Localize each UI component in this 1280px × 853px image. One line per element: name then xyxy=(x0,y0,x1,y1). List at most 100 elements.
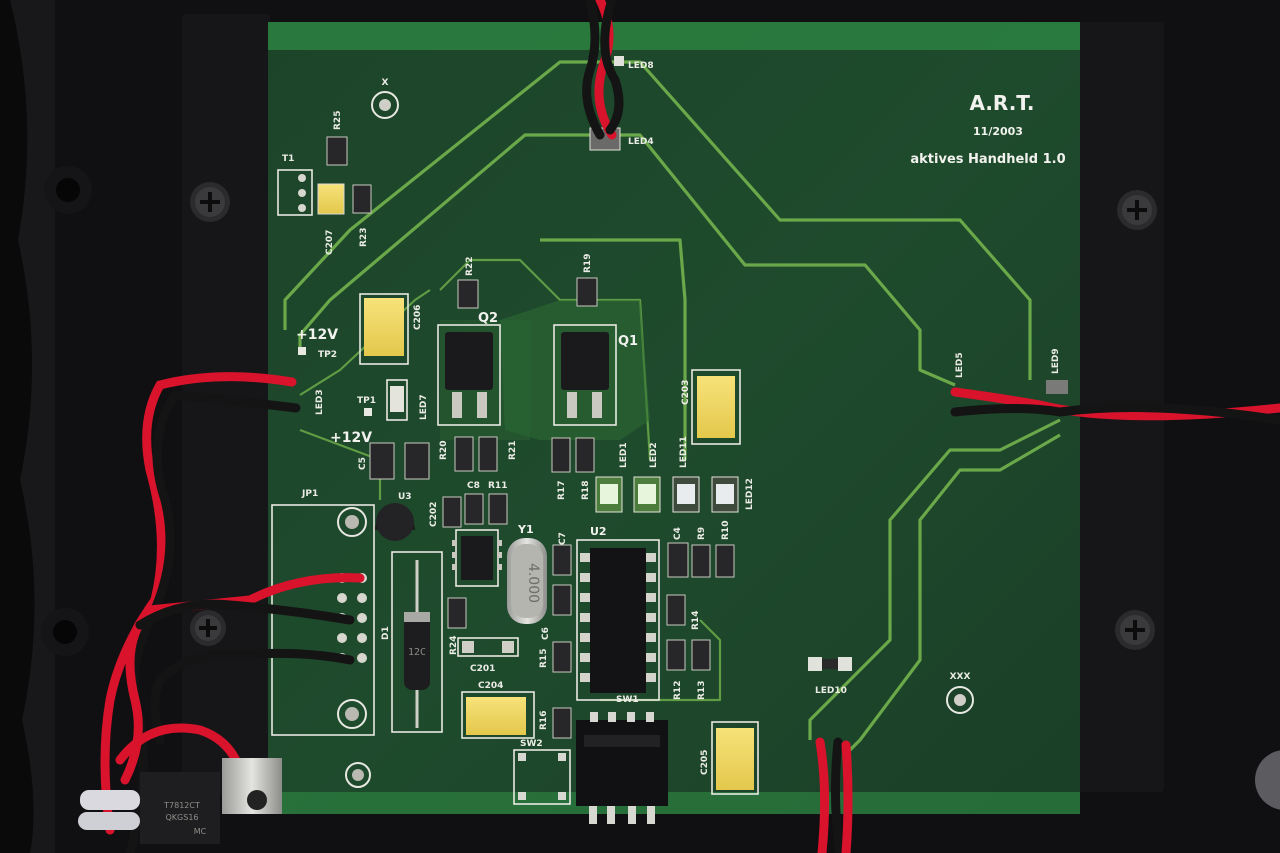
svg-text:12C: 12C xyxy=(408,647,426,658)
svg-text:R19: R19 xyxy=(583,254,593,273)
led12: LED12 xyxy=(711,476,755,513)
svg-text:R14: R14 xyxy=(691,611,701,630)
svg-text:C5: C5 xyxy=(358,457,368,470)
svg-text:T1: T1 xyxy=(282,154,294,164)
knob-edge xyxy=(1255,750,1280,810)
svg-text:R10: R10 xyxy=(721,521,731,540)
screw-right-top xyxy=(1117,190,1157,230)
r18-resistor: R18 xyxy=(575,437,595,500)
c201-capacitor: C201 xyxy=(457,637,519,674)
c6-capacitor: C6 xyxy=(541,584,572,640)
y1-crystal: 4.000 Y1 xyxy=(507,523,547,624)
screw-left-top xyxy=(190,182,230,222)
svg-text:R12: R12 xyxy=(673,681,683,700)
svg-text:R21: R21 xyxy=(508,441,518,460)
c8-capacitor: C8 xyxy=(464,481,484,525)
wires-left xyxy=(100,372,365,853)
svg-text:R9: R9 xyxy=(697,527,707,540)
r19-resistor: R19 xyxy=(576,254,598,307)
r14-resistor: R14 xyxy=(666,594,701,630)
c5-capacitor: C5 xyxy=(358,442,395,480)
svg-text:R23: R23 xyxy=(359,228,369,247)
svg-text:U3: U3 xyxy=(398,492,412,502)
svg-text:LED12: LED12 xyxy=(745,478,755,510)
u4-ic xyxy=(452,529,502,587)
svg-text:LED4: LED4 xyxy=(628,137,654,147)
svg-text:R11: R11 xyxy=(488,481,507,491)
c204-capacitor: C204 xyxy=(461,681,535,739)
svg-text:R16: R16 xyxy=(539,711,549,730)
svg-text:R22: R22 xyxy=(465,257,475,276)
pcb xyxy=(268,22,1080,814)
svg-text:R20: R20 xyxy=(439,441,449,460)
r17-resistor: R17 xyxy=(551,437,571,500)
label-tp1: TP1 xyxy=(357,396,376,406)
svg-text:C8: C8 xyxy=(467,481,480,491)
r22-resistor: R22 xyxy=(457,257,479,309)
svg-text:C201: C201 xyxy=(470,664,495,674)
sw2-switch: SW2 xyxy=(513,739,571,805)
svg-text:Q2: Q2 xyxy=(478,311,498,326)
r12-resistor: R12 xyxy=(666,639,686,700)
board-title: A.R.T. xyxy=(969,91,1034,115)
svg-text:LED11: LED11 xyxy=(679,436,689,468)
svg-text:LED9: LED9 xyxy=(1051,348,1061,374)
r10-resistor: R10 xyxy=(715,521,735,578)
svg-text:MC: MC xyxy=(194,827,207,836)
label-tp2: TP2 xyxy=(318,350,337,360)
svg-text:4.000: 4.000 xyxy=(525,563,541,603)
screw-right-bottom xyxy=(1115,610,1155,650)
svg-text:C7: C7 xyxy=(558,532,568,545)
led7: LED7 xyxy=(386,379,429,421)
mount-hole-bottom-left xyxy=(345,762,371,788)
r24-resistor: R24 xyxy=(447,597,467,655)
svg-text:R17: R17 xyxy=(557,481,567,500)
svg-text:R15: R15 xyxy=(539,649,549,668)
wires-right xyxy=(950,387,1280,425)
pcb-top-copper-band xyxy=(268,22,1080,50)
svg-text:LED7: LED7 xyxy=(419,394,429,420)
r9-resistor: R9 xyxy=(691,527,711,578)
svg-text:R24: R24 xyxy=(449,636,459,655)
r15-resistor: R15 xyxy=(539,641,572,673)
d1-diode: 12C D1 xyxy=(381,551,443,733)
svg-text:LED1: LED1 xyxy=(619,442,629,468)
r16-resistor: R16 xyxy=(539,707,572,739)
wires-top xyxy=(582,0,624,140)
cap-near-c5 xyxy=(404,442,430,480)
svg-text:C206: C206 xyxy=(413,305,423,330)
u2-microcontroller: U2 xyxy=(576,525,660,701)
svg-text:LED10: LED10 xyxy=(815,686,847,696)
led11: LED11 xyxy=(672,436,700,513)
svg-text:LED8: LED8 xyxy=(628,61,654,71)
led8: LED8 xyxy=(614,56,654,71)
svg-text:Y1: Y1 xyxy=(517,523,534,536)
board-date: 11/2003 xyxy=(973,125,1023,138)
r11-resistor: R11 xyxy=(488,481,508,525)
svg-text:R18: R18 xyxy=(581,481,591,500)
r20-resistor: R20 xyxy=(439,436,474,472)
standoff-left-bottom xyxy=(41,608,89,656)
svg-text:SW2: SW2 xyxy=(520,739,543,749)
q2-transistor: Q2 xyxy=(437,311,501,426)
pcb-bottom-copper-band xyxy=(268,792,1080,814)
fiducial-xxx: XXX xyxy=(946,672,974,714)
label-led3: LED3 xyxy=(315,389,325,415)
svg-text:R13: R13 xyxy=(697,681,707,700)
board-subtitle: aktives Handheld 1.0 xyxy=(910,152,1065,167)
svg-text:C203: C203 xyxy=(681,380,691,405)
fiducial-x: X xyxy=(371,78,399,119)
standoff-left-top xyxy=(44,166,92,214)
led2: LED2 xyxy=(633,442,661,513)
svg-text:T7812CT: T7812CT xyxy=(163,801,200,810)
svg-text:JP1: JP1 xyxy=(301,489,318,499)
svg-text:SW1: SW1 xyxy=(616,695,639,705)
svg-text:Q1: Q1 xyxy=(618,334,638,349)
svg-text:C207: C207 xyxy=(325,230,335,255)
q1-transistor: Q1 xyxy=(553,324,638,426)
led9: LED9 xyxy=(1046,348,1068,394)
c202-capacitor: C202 xyxy=(429,496,462,528)
svg-text:QKGS16: QKGS16 xyxy=(166,813,199,822)
sw1-switch: SW1 xyxy=(576,695,668,824)
svg-text:LED2: LED2 xyxy=(649,442,659,468)
